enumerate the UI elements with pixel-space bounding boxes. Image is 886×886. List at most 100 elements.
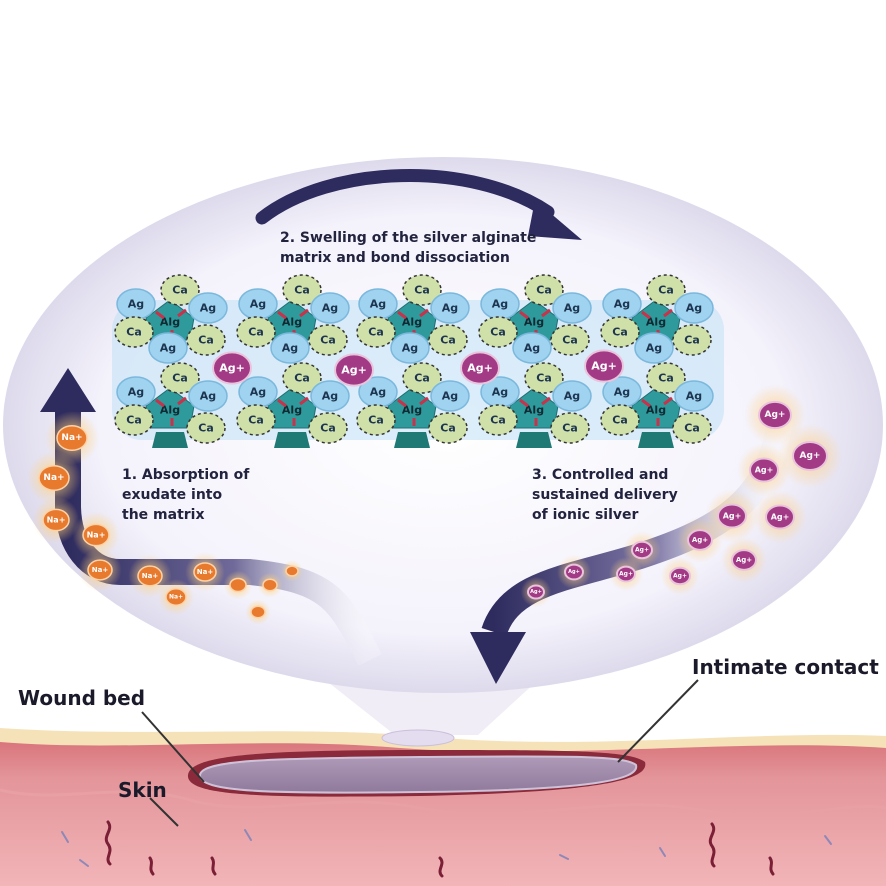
calcium-bead: Ca <box>114 404 154 436</box>
silver-ion-label: Ag+ <box>619 571 633 578</box>
silver-ion-label: Ag+ <box>800 451 821 461</box>
silver-label: Ag <box>128 386 144 399</box>
silver-ion-label: Ag+ <box>765 410 786 420</box>
silver-ion-label: Ag+ <box>591 360 617 373</box>
sodium-ion: Na+ <box>72 511 120 559</box>
calcium-label: Ca <box>248 414 264 427</box>
silver-bead: Ag <box>238 376 278 408</box>
sodium-ion-label: Na+ <box>61 433 82 443</box>
dressing-highlight <box>381 729 455 747</box>
silver-bead: Ag <box>430 292 470 324</box>
silver-label: Ag <box>200 390 216 403</box>
silver-bead: Ag <box>188 292 228 324</box>
calcium-bead: Ca <box>114 316 154 348</box>
molecule-icon: Alg <box>387 299 437 341</box>
silver-label: Ag <box>492 298 508 311</box>
silver-ion: Ag+ <box>677 517 723 563</box>
silver-label: Ag <box>160 342 176 355</box>
silver-bead: Ag <box>480 288 520 320</box>
silver-label: Ag <box>614 298 630 311</box>
step-1-label: 1. Absorption of exudate into the matrix <box>122 467 250 523</box>
silver-ion: Ag+ <box>753 490 807 544</box>
calcium-label: Ca <box>172 372 188 385</box>
silver-label: Ag <box>614 386 630 399</box>
silver-ion-label: Ag+ <box>723 512 742 521</box>
dressing-shape <box>199 755 638 794</box>
silver-ion: Ag+ <box>744 384 806 446</box>
silver-ion-label: Ag+ <box>755 466 774 475</box>
silver-bead: Ag <box>602 376 642 408</box>
sodium-ion-label: Na+ <box>43 473 64 483</box>
calcium-label: Ca <box>536 372 552 385</box>
sodium-ion <box>281 560 303 582</box>
calcium-label: Ca <box>414 284 430 297</box>
silver-ion-label: Ag+ <box>467 362 493 375</box>
silver-label: Ag <box>322 390 338 403</box>
calcium-bead: Ca <box>402 274 442 306</box>
calcium-bead: Ca <box>186 412 226 444</box>
silver-ion-label: Ag+ <box>530 589 542 595</box>
silver-bead: Ag <box>512 332 552 364</box>
calcium-bead: Ca <box>550 412 590 444</box>
silver-bead: Ag <box>358 288 398 320</box>
calcium-label: Ca <box>684 422 700 435</box>
silver-ion: Ag+ <box>661 557 699 595</box>
calcium-label: Ca <box>440 422 456 435</box>
silver-ion: Ag+ <box>212 351 252 385</box>
calcium-label: Ca <box>126 414 142 427</box>
calcium-label: Ca <box>490 326 506 339</box>
silver-bead: Ag <box>238 288 278 320</box>
silver-label: Ag <box>492 386 508 399</box>
calcium-label: Ca <box>658 372 674 385</box>
sodium-ion: Na+ <box>78 548 122 592</box>
silver-label: Ag <box>370 298 386 311</box>
sodium-ion <box>245 599 271 625</box>
calcium-label: Ca <box>320 422 336 435</box>
silver-ion-label: Ag+ <box>635 547 649 554</box>
calcium-label: Ca <box>490 414 506 427</box>
silver-ion: Ag+ <box>520 576 552 608</box>
silver-label: Ag <box>686 390 702 403</box>
calcium-label: Ca <box>172 284 188 297</box>
calcium-bead: Ca <box>356 404 396 436</box>
calcium-bead: Ca <box>600 316 640 348</box>
calcium-bead: Ca <box>672 324 712 356</box>
silver-label: Ag <box>128 298 144 311</box>
silver-ion: Ag+ <box>777 423 843 489</box>
silver-ion-label: Ag+ <box>736 556 752 564</box>
skin-label: Skin <box>118 778 167 802</box>
molecule-icon: Alg <box>145 299 195 341</box>
sodium-ion: Na+ <box>128 554 172 598</box>
calcium-label: Ca <box>562 422 578 435</box>
calcium-bead: Ca <box>282 362 322 394</box>
calcium-label: Ca <box>684 334 700 347</box>
calcium-label: Ca <box>198 422 214 435</box>
sodium-ion-label: Na+ <box>92 566 109 574</box>
alginate-label: Alg <box>402 316 422 329</box>
sodium-ion: Na+ <box>185 552 225 592</box>
silver-ion: Ag+ <box>334 353 374 387</box>
alginate-label: Alg <box>646 404 666 417</box>
silver-ion-label: Ag+ <box>219 362 245 375</box>
calcium-bead: Ca <box>672 412 712 444</box>
alginate-label: Alg <box>646 316 666 329</box>
silver-ion-label: Ag+ <box>568 569 580 575</box>
silver-ion: Ag+ <box>556 554 592 590</box>
skin-leader <box>149 797 179 827</box>
calcium-label: Ca <box>294 284 310 297</box>
calcium-label: Ca <box>612 414 628 427</box>
sodium-ion: Na+ <box>45 411 99 465</box>
molecule-icon: Alg <box>509 387 559 448</box>
silver-ion: Ag+ <box>721 537 767 583</box>
alginate-label: Alg <box>524 404 544 417</box>
alginate-label: Alg <box>282 316 302 329</box>
silver-label: Ag <box>370 386 386 399</box>
contact-leader <box>617 679 699 763</box>
silver-label: Ag <box>250 298 266 311</box>
silver-ion-label: Ag+ <box>771 513 790 522</box>
silver-ion: Ag+ <box>584 349 624 383</box>
calcium-label: Ca <box>126 326 142 339</box>
calcium-bead: Ca <box>236 404 276 436</box>
silver-label: Ag <box>646 342 662 355</box>
